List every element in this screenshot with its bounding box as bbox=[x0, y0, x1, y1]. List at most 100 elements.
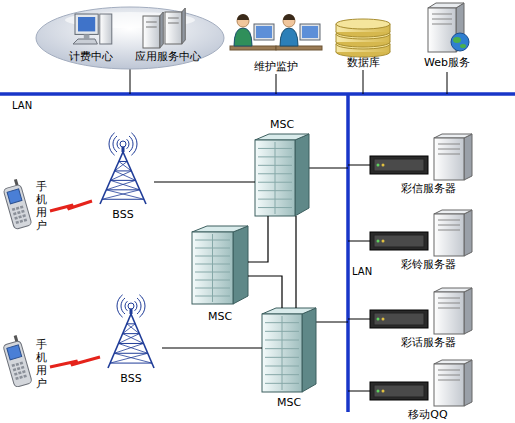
phone-key bbox=[18, 371, 22, 374]
lan-label: LAN bbox=[352, 266, 372, 278]
phone-body bbox=[3, 340, 32, 387]
database-icon: 数据库 bbox=[328, 16, 398, 72]
radio-wave bbox=[109, 133, 115, 155]
cabinet-top bbox=[262, 308, 316, 314]
tower-antenna bbox=[128, 303, 134, 309]
monitor-frame bbox=[254, 24, 274, 40]
tower-brace bbox=[118, 343, 143, 344]
tower-bay bbox=[438, 370, 460, 371]
tower-bay bbox=[438, 220, 460, 221]
tower-bay bbox=[438, 303, 460, 304]
monitor-stand bbox=[84, 34, 90, 38]
node-icon bbox=[262, 308, 316, 410]
tower-brace bbox=[115, 170, 132, 171]
phone-key bbox=[17, 211, 21, 214]
rack-bezel bbox=[374, 313, 424, 325]
tower-brace bbox=[119, 161, 127, 162]
globe-land bbox=[460, 44, 466, 48]
rack-light bbox=[377, 240, 380, 243]
cabinet-front bbox=[255, 140, 295, 216]
tower-brace bbox=[118, 343, 147, 353]
cabinet-front bbox=[262, 314, 302, 392]
phone-screen bbox=[7, 345, 22, 360]
rack-server bbox=[370, 382, 428, 400]
node-label: 手机用户 bbox=[34, 180, 48, 232]
tower-leg bbox=[108, 314, 131, 368]
tower-bay bbox=[438, 154, 460, 155]
keyboard bbox=[73, 39, 97, 44]
lan-drop bbox=[447, 72, 448, 94]
disk-top bbox=[336, 19, 390, 29]
radio-wave bbox=[113, 136, 117, 152]
node-label: 彩话服务器 bbox=[372, 336, 484, 349]
link-line bbox=[248, 276, 282, 308]
phone-key bbox=[20, 205, 24, 208]
lan-drop bbox=[276, 74, 277, 94]
mobile-phone: 手机用户 bbox=[2, 332, 50, 392]
cabinet-front bbox=[192, 232, 233, 304]
rack-server bbox=[370, 232, 428, 250]
tower-brace bbox=[114, 353, 152, 363]
tower-side bbox=[464, 288, 472, 334]
radio-wave bbox=[117, 295, 123, 317]
tower-leg bbox=[131, 314, 154, 368]
node-label: 应用服务中心 bbox=[127, 50, 209, 63]
rack-server bbox=[370, 310, 428, 328]
server-icon: 彩话服务器 bbox=[366, 288, 490, 352]
tower-bay bbox=[438, 380, 460, 381]
pc-tower bbox=[100, 14, 112, 44]
service-cloud: 计费中心应用服务中心 bbox=[35, 6, 225, 70]
radio-wave bbox=[139, 295, 145, 317]
tower-brace bbox=[123, 324, 136, 334]
phone-screen bbox=[7, 189, 22, 204]
cabinet-side bbox=[302, 308, 316, 392]
link-line bbox=[295, 216, 296, 308]
tower-brace bbox=[110, 363, 152, 364]
phone-key bbox=[12, 364, 16, 367]
link-line bbox=[154, 181, 255, 182]
tower-bay bbox=[438, 225, 460, 226]
tower-brace bbox=[115, 161, 128, 170]
node-label: 彩信服务器 bbox=[372, 182, 484, 195]
tower-top bbox=[434, 134, 472, 138]
radio-link bbox=[50, 201, 92, 211]
rack-bezel bbox=[374, 385, 424, 397]
tower-brace bbox=[118, 334, 139, 344]
phone-key bbox=[21, 210, 25, 213]
phone-key bbox=[14, 372, 18, 375]
web-server: Web服务 bbox=[410, 2, 484, 72]
tower-brace bbox=[110, 171, 131, 180]
lan-drop bbox=[130, 68, 131, 94]
server-bay bbox=[146, 27, 157, 28]
tower-front bbox=[434, 138, 464, 180]
server-icon: 彩信服务器 bbox=[366, 134, 490, 198]
lan-drop bbox=[348, 391, 370, 392]
phone-key bbox=[23, 374, 27, 377]
tower-brace bbox=[106, 189, 139, 190]
tower-brace bbox=[102, 199, 144, 200]
phone-body-group bbox=[1, 335, 32, 388]
phone-key bbox=[13, 368, 17, 371]
phone-key bbox=[17, 367, 21, 370]
person-hair bbox=[237, 14, 249, 20]
phone-key bbox=[13, 212, 17, 215]
phone-key bbox=[19, 376, 23, 379]
rack-server bbox=[370, 156, 428, 174]
tower-brace bbox=[110, 353, 148, 363]
tower-brace bbox=[110, 180, 139, 189]
node-label: 手机用户 bbox=[34, 338, 48, 390]
rack-light bbox=[382, 240, 385, 243]
rack-light bbox=[377, 390, 380, 393]
lan-drop bbox=[316, 322, 348, 323]
lan-label: LAN bbox=[12, 100, 32, 112]
lan-bus bbox=[346, 94, 350, 412]
tower-front bbox=[434, 364, 464, 406]
server-side bbox=[160, 12, 164, 48]
server-bay bbox=[146, 22, 157, 23]
server-icon: 移动QQ bbox=[366, 360, 490, 422]
tower-side bbox=[464, 210, 472, 256]
phone-body bbox=[3, 184, 32, 229]
person-body bbox=[280, 28, 298, 46]
